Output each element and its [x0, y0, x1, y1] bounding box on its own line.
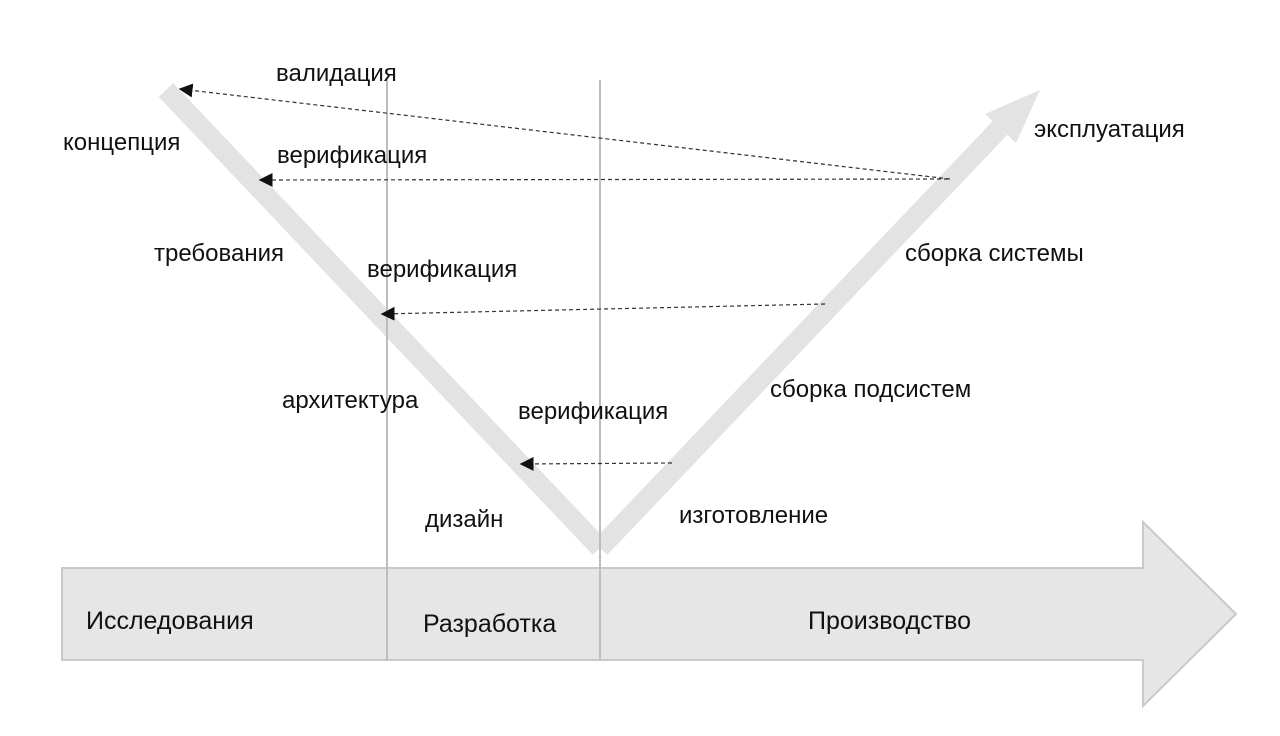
phase-label-development: Разработка — [423, 610, 557, 638]
label-requirements: требования — [154, 240, 284, 267]
phase-arrow — [61, 519, 1238, 709]
label-verification-2: верификация — [367, 256, 518, 283]
verification-arrow-1 — [258, 172, 949, 187]
label-validation: валидация — [276, 60, 397, 87]
label-system-assembly: сборка системы — [905, 240, 1084, 267]
label-verification-1: верификация — [277, 142, 428, 169]
v-right-arrowhead — [985, 90, 1040, 143]
label-design: дизайн — [425, 506, 504, 533]
label-concept: концепция — [63, 129, 181, 156]
label-subsystem-assembly: сборка подсистем — [770, 376, 972, 403]
validation-arrow — [178, 83, 951, 180]
phase-label-research: Исследования — [86, 607, 254, 635]
label-operation: эксплуатация — [1034, 116, 1185, 143]
verification-arrow-3 — [519, 456, 673, 471]
label-manufacturing: изготовление — [679, 502, 829, 529]
v-right-branch — [592, 121, 1008, 555]
phase-label-production: Производство — [808, 607, 972, 635]
verification-arrow-2 — [380, 303, 826, 321]
label-architecture: архитектура — [282, 387, 419, 414]
label-verification-3: верификация — [518, 398, 669, 425]
